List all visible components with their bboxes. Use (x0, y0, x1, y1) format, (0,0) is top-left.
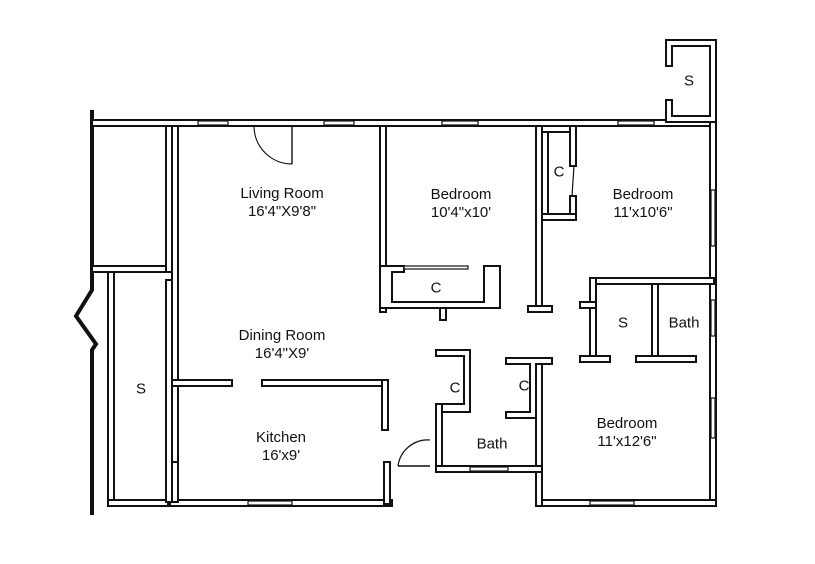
ne-closet-door (571, 165, 575, 197)
center-bedroom-label: Bedroom 10'4"x10' (431, 186, 492, 222)
bath-right-label: Bath (668, 314, 700, 332)
window (441, 120, 479, 126)
center-bath-west (435, 403, 443, 473)
entry-door-swing (253, 125, 293, 165)
room-name: Kitchen (255, 429, 307, 446)
room-name: Bedroom (612, 186, 674, 203)
window (323, 120, 355, 126)
ne-closet-west (541, 125, 549, 215)
window (617, 120, 655, 126)
center-closet-wall (379, 265, 501, 309)
closet-hall-left-label: C (449, 379, 461, 397)
center-bath-east (535, 363, 543, 507)
room-name: Bedroom (596, 415, 658, 432)
closet-ne-label: C (553, 163, 565, 181)
storage-bath-divider (651, 283, 659, 363)
kitchen-label: Kitchen 16'x9' (256, 429, 306, 465)
room-dimensions: 10'4"x10' (430, 204, 492, 221)
room-name: Living Room (240, 185, 324, 202)
window (589, 500, 635, 506)
window (710, 397, 716, 439)
kitchen-partition-right (261, 379, 389, 387)
room-dimensions: 16'4"X9'8" (247, 203, 317, 220)
kitchen-partition-left (171, 379, 233, 387)
bath-block-stub (579, 301, 597, 309)
ne-closet-bottom (541, 213, 577, 221)
center-closet-door-track (403, 265, 469, 270)
left-exterior-line (73, 110, 99, 515)
living-west-wall (171, 125, 179, 503)
room-dimensions: 11'x10'6" (613, 204, 673, 221)
closet-center-label: C (430, 279, 442, 297)
kitchen-east-wall (383, 461, 391, 505)
room-name: Bedroom (430, 186, 492, 203)
center-bedroom-west (379, 125, 387, 313)
se-bedroom-label: Bedroom 11'x12'6" (597, 415, 658, 451)
storage-right-label: S (617, 314, 629, 332)
kitchen-door-swing (397, 439, 431, 467)
living-room-label: Living Room 16'4"X9'8" (240, 185, 323, 221)
bath-center-label: Bath (476, 435, 508, 453)
window (469, 466, 509, 472)
storage-annex-wall (665, 39, 717, 123)
window (710, 299, 716, 337)
room-dimensions: 16'x9' (261, 447, 301, 464)
ne-closet-east-top (569, 125, 577, 167)
hall-closet-right (505, 357, 553, 419)
storage-left-label: S (135, 380, 147, 398)
storage-top-label: S (683, 72, 695, 90)
bottom-wall-left (107, 499, 169, 507)
bath-block-west (589, 277, 597, 363)
room-name: Dining Room (238, 327, 326, 344)
kitchen-partition-stub (381, 379, 389, 431)
center-bedroom-east-foot (527, 305, 553, 313)
window (710, 189, 716, 247)
closet-hall-right-label: C (518, 377, 530, 395)
bath-block-west-foot (579, 355, 611, 363)
room-dimensions: 11'x12'6" (597, 433, 657, 450)
center-closet-stub (439, 307, 447, 321)
ne-bedroom-label: Bedroom 11'x10'6" (613, 186, 674, 222)
window (197, 120, 229, 126)
kitchen-stub-left (171, 461, 179, 503)
left-storage-top (91, 265, 169, 273)
dining-room-label: Dining Room 16'4"X9' (239, 327, 326, 363)
room-dimensions: 16'4"X9' (254, 345, 310, 362)
storage-bath-foot (635, 355, 697, 363)
window (247, 500, 293, 506)
left-storage-wall (107, 269, 115, 501)
